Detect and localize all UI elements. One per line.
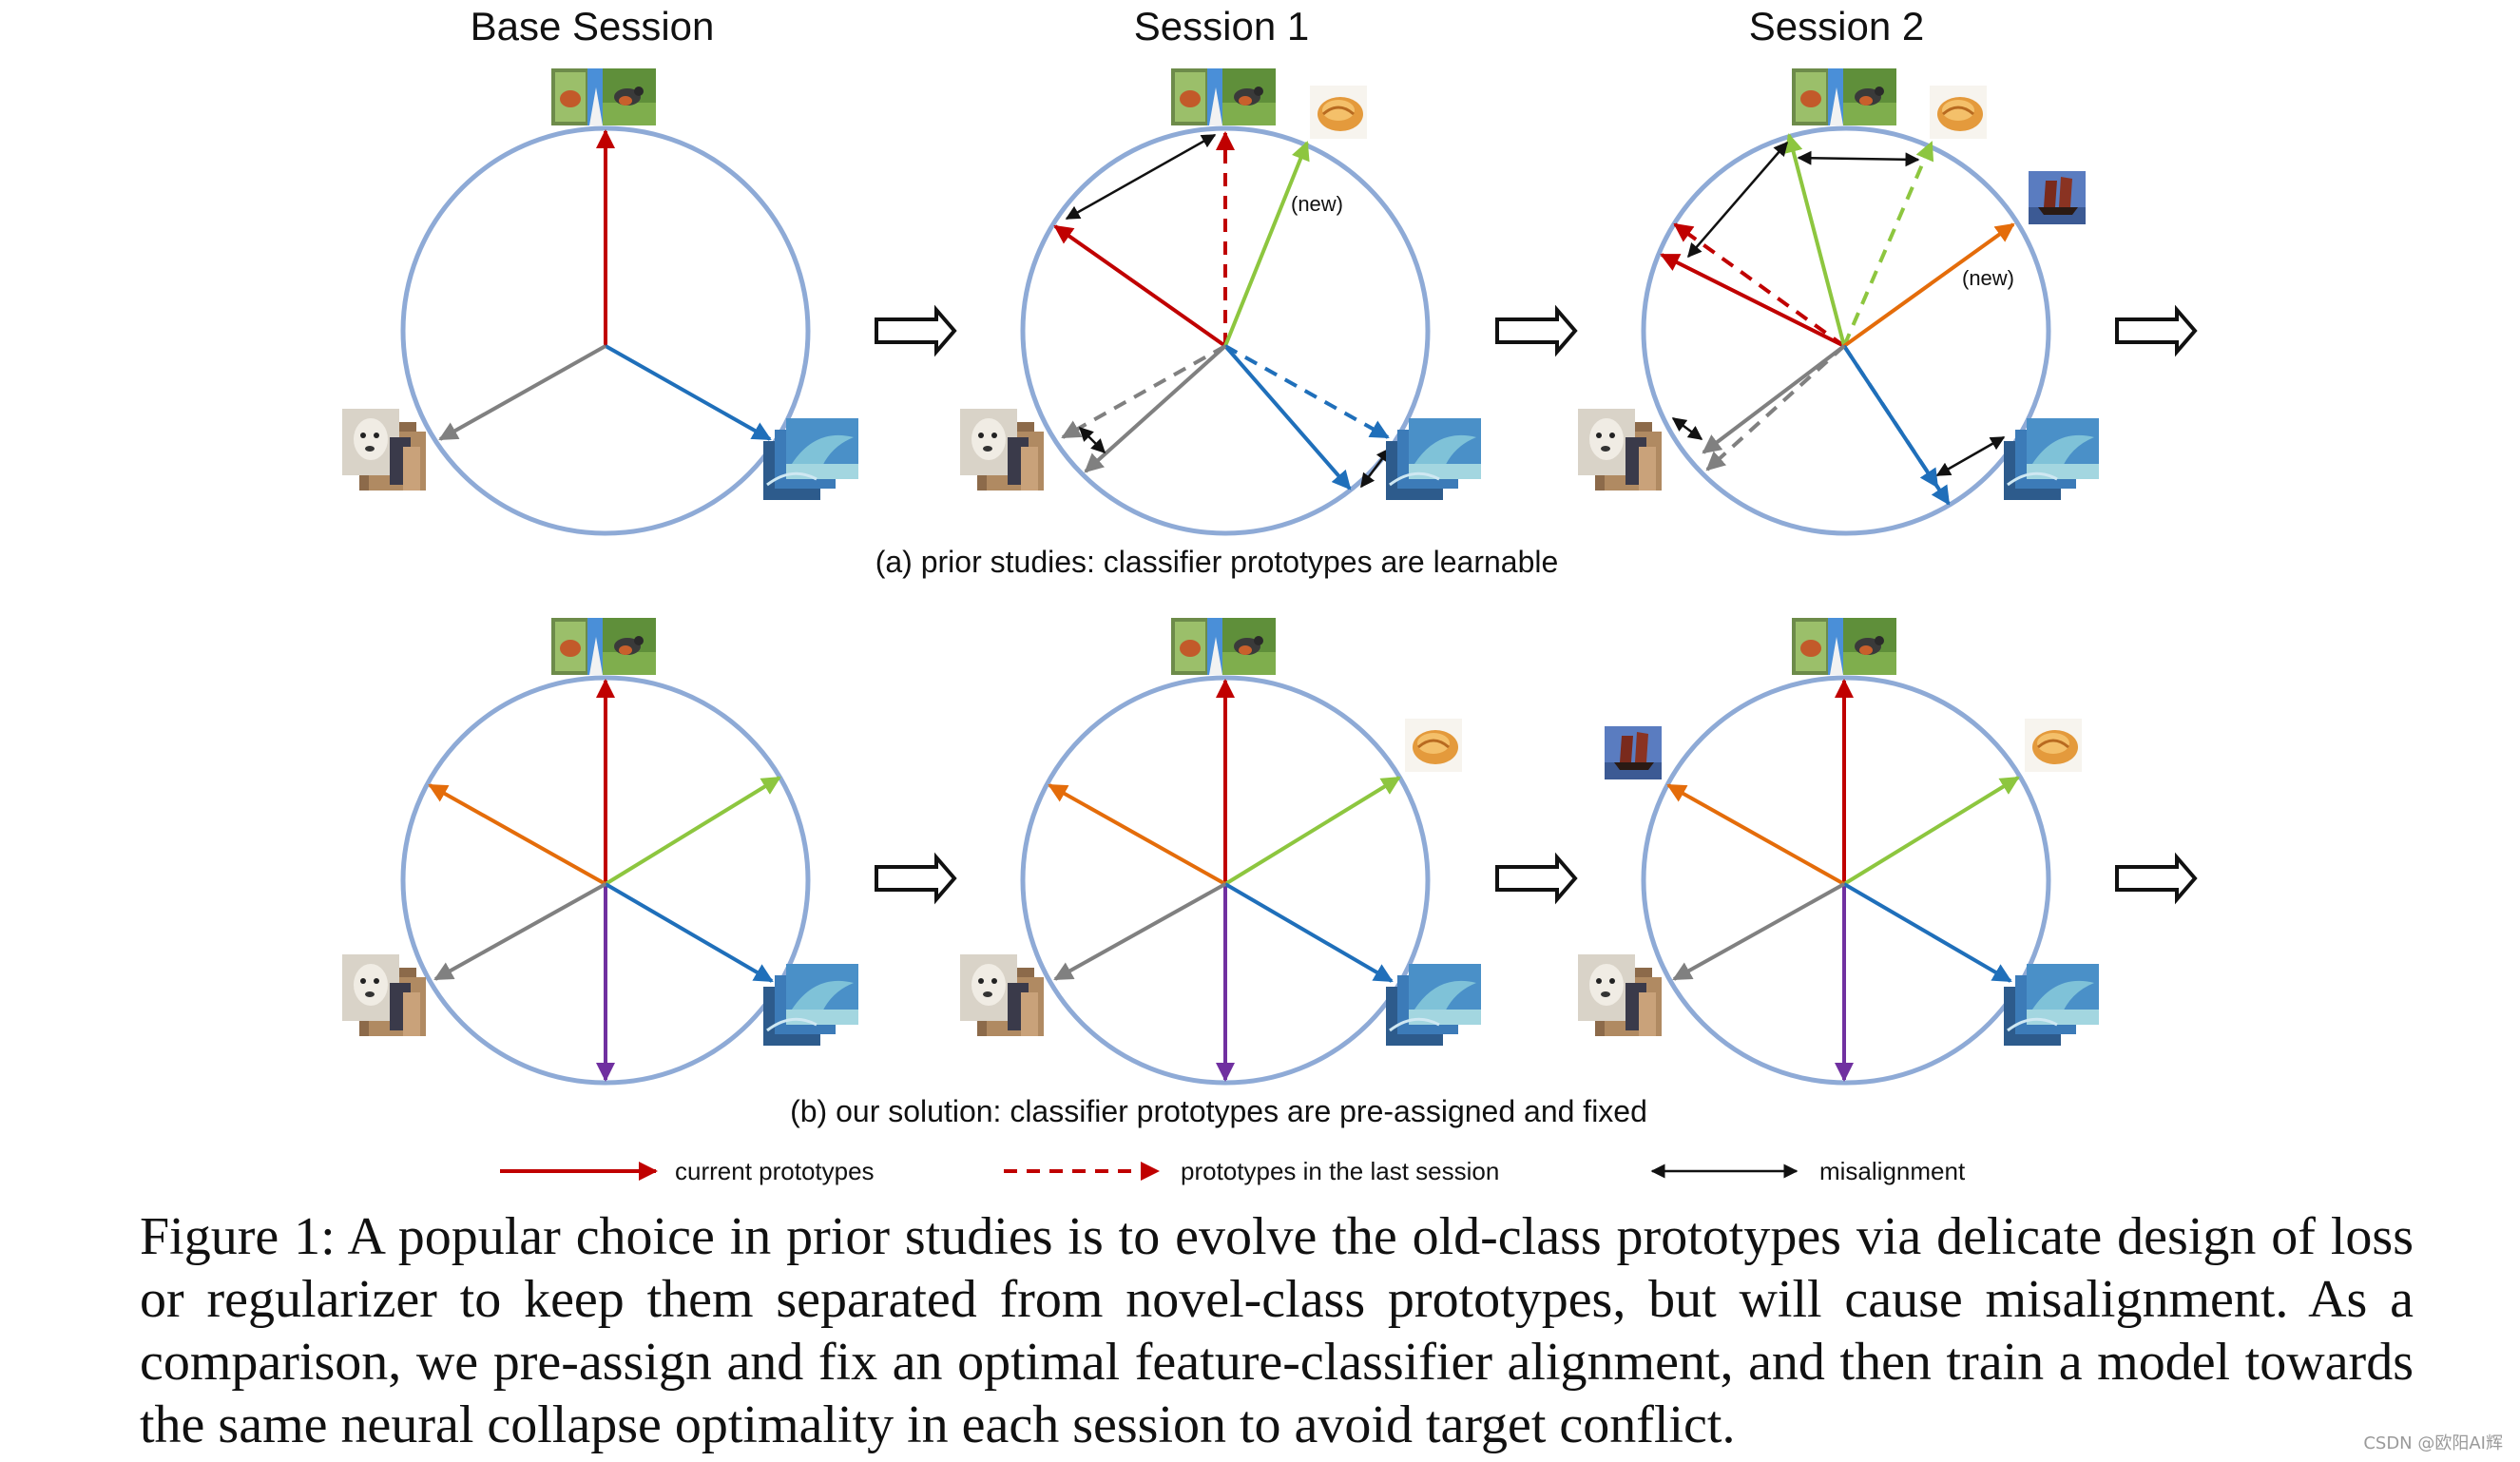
legend-misalign-label: misalignment bbox=[1819, 1157, 1966, 1185]
prototype-orange bbox=[428, 783, 606, 886]
bird-photo-icon bbox=[1171, 618, 1276, 675]
prototype-circle bbox=[1020, 675, 1431, 1086]
legend-last-label: prototypes in the last session bbox=[1181, 1157, 1499, 1185]
panel-b-session-1 bbox=[960, 618, 1481, 1086]
row-a-prior-studies: (new) (new) bbox=[342, 68, 2198, 579]
new-label: (new) bbox=[1291, 192, 1343, 216]
session-transition-arrow bbox=[1495, 852, 1578, 905]
misalignment-arrow bbox=[1797, 150, 1920, 167]
prototype-circle bbox=[400, 675, 811, 1086]
bread-photo-icon bbox=[1405, 719, 1462, 772]
prototype-red bbox=[1053, 224, 1227, 348]
prototype-green bbox=[1842, 776, 2020, 886]
prototype-gray-last bbox=[1705, 344, 1846, 471]
misalignment-arrow bbox=[1078, 426, 1106, 454]
dolphin-photo-icon bbox=[2004, 964, 2099, 1046]
panel-a-session-1: (new) bbox=[960, 68, 1481, 536]
dog-photo-icon bbox=[342, 409, 426, 491]
watermark: CSDN @欧阳AI辉 bbox=[2363, 1433, 2503, 1453]
prototype-blue-last bbox=[1224, 344, 1390, 439]
prototype-orange bbox=[1666, 783, 1845, 886]
title-session-2: Session 2 bbox=[1749, 4, 1924, 48]
panel-b-base bbox=[342, 618, 858, 1086]
session-transition-arrow bbox=[875, 852, 957, 905]
prototype-red bbox=[1660, 253, 1845, 348]
dolphin-photo-icon bbox=[763, 964, 858, 1046]
prototype-circle bbox=[1641, 125, 2051, 536]
misalignment-arrow bbox=[1935, 435, 2006, 477]
prototype-green-new bbox=[1223, 141, 1310, 347]
prototype-blue bbox=[605, 344, 772, 441]
prototype-gray bbox=[1053, 882, 1226, 981]
session-transition-arrow bbox=[1495, 304, 1578, 357]
session-transition-arrow bbox=[2115, 852, 2198, 905]
prototype-circle bbox=[1020, 125, 1431, 536]
misalignment-arrow bbox=[1687, 141, 1788, 259]
row-b-our-solution: (b) our solution: classifier prototypes … bbox=[342, 618, 2198, 1128]
legend: current prototypes prototypes in the las… bbox=[500, 1157, 1966, 1185]
dog-photo-icon bbox=[1578, 409, 1662, 491]
figure-caption: Figure 1: A popular choice in prior stud… bbox=[140, 1207, 2414, 1454]
prototype-gray bbox=[1672, 882, 1845, 981]
prototype-green bbox=[1223, 776, 1401, 886]
misalignment-arrow bbox=[1671, 416, 1703, 441]
session-transition-arrow bbox=[875, 304, 957, 357]
prototype-orange-new bbox=[1842, 222, 2015, 348]
prototype-green bbox=[1783, 133, 1846, 347]
dog-photo-icon bbox=[960, 409, 1044, 491]
legend-current-label: current prototypes bbox=[675, 1157, 875, 1185]
prototype-gray bbox=[1084, 344, 1227, 473]
bread-photo-icon bbox=[1310, 86, 1367, 139]
dolphin-photo-icon bbox=[763, 418, 858, 500]
panel-b-session-2 bbox=[1578, 618, 2099, 1086]
boat-photo-icon bbox=[2029, 171, 2086, 224]
bread-photo-icon bbox=[1930, 86, 1987, 139]
panel-a-session-2: (new) bbox=[1578, 68, 2099, 536]
prototype-circle bbox=[1641, 675, 2051, 1086]
bread-photo-icon bbox=[2025, 719, 2082, 772]
dog-photo-icon bbox=[1578, 954, 1662, 1036]
bird-photo-icon bbox=[1792, 68, 1896, 125]
prototype-blue bbox=[1842, 344, 1939, 489]
bird-photo-icon bbox=[1171, 68, 1276, 125]
prototype-gray bbox=[438, 344, 606, 441]
prototype-gray bbox=[433, 882, 606, 981]
title-session-1: Session 1 bbox=[1134, 4, 1309, 48]
prototype-blue bbox=[1223, 344, 1352, 491]
bird-photo-icon bbox=[551, 618, 656, 675]
misalignment-arrow bbox=[1065, 133, 1217, 221]
prototype-orange bbox=[1048, 783, 1226, 886]
prototype-red-last bbox=[1673, 222, 1846, 348]
prototype-gray bbox=[1702, 344, 1846, 454]
prototype-green-last bbox=[1842, 141, 1934, 347]
title-base-session: Base Session bbox=[471, 4, 715, 48]
row-b-caption: (b) our solution: classifier prototypes … bbox=[790, 1094, 1647, 1128]
bird-photo-icon bbox=[1792, 618, 1896, 675]
dolphin-photo-icon bbox=[1386, 418, 1481, 500]
misalignment-arrow bbox=[1360, 447, 1391, 489]
row-a-caption: (a) prior studies: classifier prototypes… bbox=[875, 545, 1559, 579]
prototype-gray-last bbox=[1061, 344, 1226, 439]
prototype-blue bbox=[604, 882, 774, 983]
dog-photo-icon bbox=[960, 954, 1044, 1036]
panel-a-base bbox=[342, 68, 858, 536]
prototype-circle bbox=[400, 125, 811, 536]
bird-photo-icon bbox=[551, 68, 656, 125]
boat-photo-icon bbox=[1605, 726, 1662, 779]
dolphin-photo-icon bbox=[1386, 964, 1481, 1046]
dolphin-photo-icon bbox=[2004, 418, 2099, 500]
dog-photo-icon bbox=[342, 954, 426, 1036]
prototype-blue bbox=[1223, 882, 1394, 983]
prototype-blue bbox=[1842, 882, 2012, 983]
new-label: (new) bbox=[1962, 266, 2014, 290]
prototype-green bbox=[604, 776, 781, 886]
session-transition-arrow bbox=[2115, 304, 2198, 357]
